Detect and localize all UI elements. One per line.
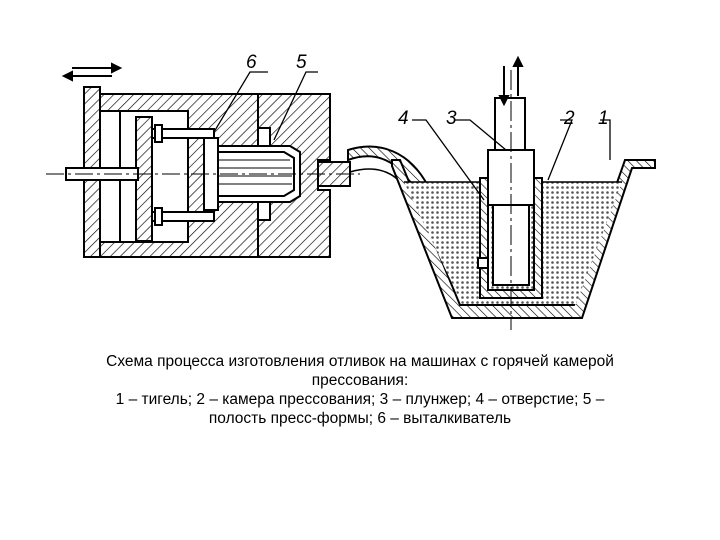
figure-caption: Схема процесса изготовления отливок на м… [40,352,680,428]
leader-lines [213,71,611,201]
press-mould [65,86,351,258]
label-6: 6 [246,52,257,73]
crucible-wall [391,159,656,319]
caption-line-2: прессования: [311,372,409,389]
press-chamber [477,97,543,299]
caption-line-3: 1 – тигель; 2 – камера прессования; 3 – … [115,391,605,408]
caption-line-4: полость пресс-формы; 6 – выталкиватель [208,410,512,427]
ejector-pin-top [151,128,215,139]
label-4: 4 [398,108,409,129]
ejector-pin-bottom [151,211,215,222]
plunger-arrow-icon [498,55,524,107]
plunger [494,97,526,151]
chamber-hole [477,257,489,269]
label-5: 5 [296,52,307,73]
label-3: 3 [446,108,457,129]
label-2: 2 [563,108,575,129]
double-arrow-icon [61,62,123,82]
label-1: 1 [598,108,609,129]
casting-machine-diagram: 6 5 4 3 2 1 [46,52,656,330]
caption-line-1: Схема процесса изготовления отливок на м… [106,353,614,370]
